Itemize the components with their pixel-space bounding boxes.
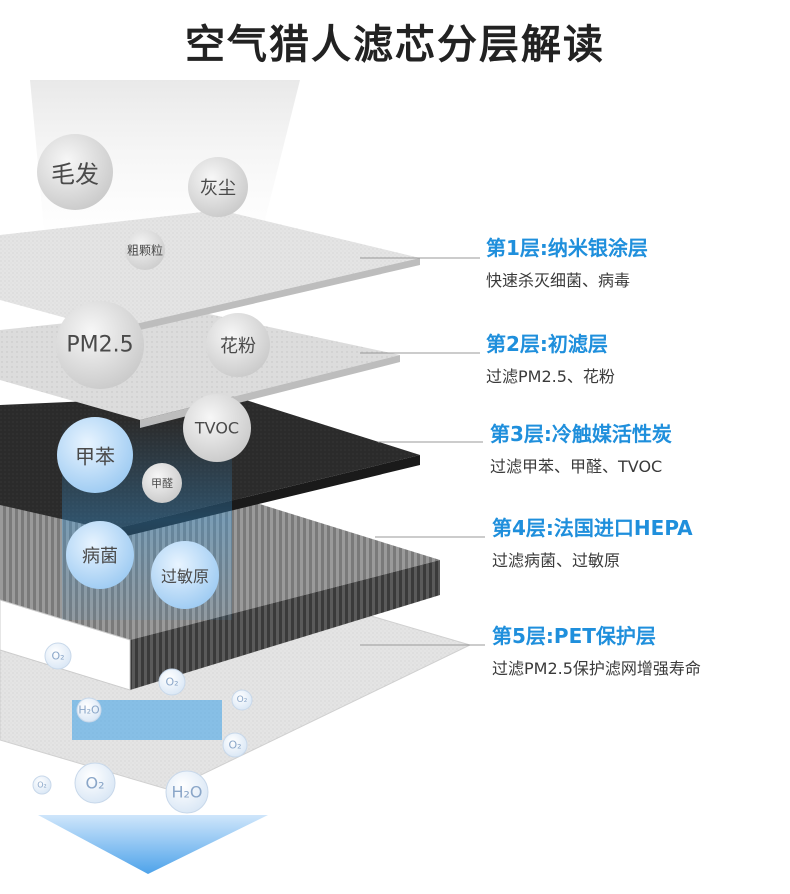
layer-1-label: 第1层:纳米银涂层 快速杀灭细菌、病毒 [486,232,648,291]
bubble-allergen [151,541,219,609]
bubble-label-hair: 毛发 [51,160,99,189]
layer-2-label: 第2层:初滤层 过滤PM2.5、花粉 [486,328,615,387]
clean-air-arrow [38,815,268,874]
layer-3-desc: 过滤甲苯、甲醛、TVOC [490,457,663,476]
bubble-pm25 [56,301,144,389]
bubble-germs [66,521,134,589]
bubble-label-formaldehyde: 甲醛 [151,477,173,490]
layer-1-desc: 快速杀灭细菌、病毒 [486,271,631,290]
bubble-label-toluene: 甲苯 [75,444,115,469]
layer-1-name: 第1层:纳米银涂层 [486,236,648,260]
bubble-label-pollen: 花粉 [220,336,256,357]
molecule-label: H₂O [78,703,100,717]
layer-4-label: 第4层:法国进口HEPA 过滤病菌、过敏原 [492,512,693,571]
layer-5-desc: 过滤PM2.5保护滤网增强寿命 [492,659,701,678]
bubble-pollen [206,313,270,377]
molecule-bubble [76,697,102,723]
layer-1-silver-edge [110,258,420,337]
bubble-label-dust: 灰尘 [200,178,236,199]
layer-3-name: 第3层:冷触媒活性炭 [490,422,672,446]
molecule-bubble [32,775,52,795]
molecule-label: O₂ [236,695,248,705]
bubble-coarse [125,230,165,270]
layer-1-silver-sheet [0,210,420,330]
molecule-bubble [158,668,186,696]
bubble-formaldehyde [142,463,182,503]
molecule-bubble [44,642,72,670]
molecule-bubble [222,732,248,758]
layer-2-name: 第2层:初滤层 [486,332,608,356]
molecule-label: H₂O [171,782,203,802]
bubble-label-pm25: PM2.5 [66,332,134,358]
layer-4-desc: 过滤病菌、过敏原 [492,551,621,570]
bubble-toluene [57,417,133,493]
bubble-dust [188,157,248,217]
bubble-hair [37,134,113,210]
layer-3-label: 第3层:冷触媒活性炭 过滤甲苯、甲醛、TVOC [490,418,672,477]
bubble-label-germs: 病菌 [82,546,118,567]
layer-4-name: 第4层:法国进口HEPA [492,516,693,540]
molecule-label: O₂ [85,773,105,793]
molecule-label: O₂ [37,780,47,790]
molecule-label: O₂ [165,675,179,689]
molecule-bubble [165,770,209,814]
bubble-label-tvoc: TVOC [194,418,240,438]
layer-4-hepa-front [130,560,440,690]
layer-5-label: 第5层:PET保护层 过滤PM2.5保护滤网增强寿命 [492,620,701,679]
molecule-label: O₂ [228,738,242,752]
bubble-tvoc [183,394,251,462]
bubble-label-allergen: 过敏原 [160,567,210,586]
bubble-label-coarse: 粗颗粒 [126,243,164,258]
molecule-bubble [231,689,253,711]
layer-2-desc: 过滤PM2.5、花粉 [486,367,615,386]
layer-5-name: 第5层:PET保护层 [492,624,656,648]
page-title: 空气猎人滤芯分层解读 [185,22,605,68]
molecule-label: O₂ [51,649,65,663]
molecule-bubble [74,762,116,804]
